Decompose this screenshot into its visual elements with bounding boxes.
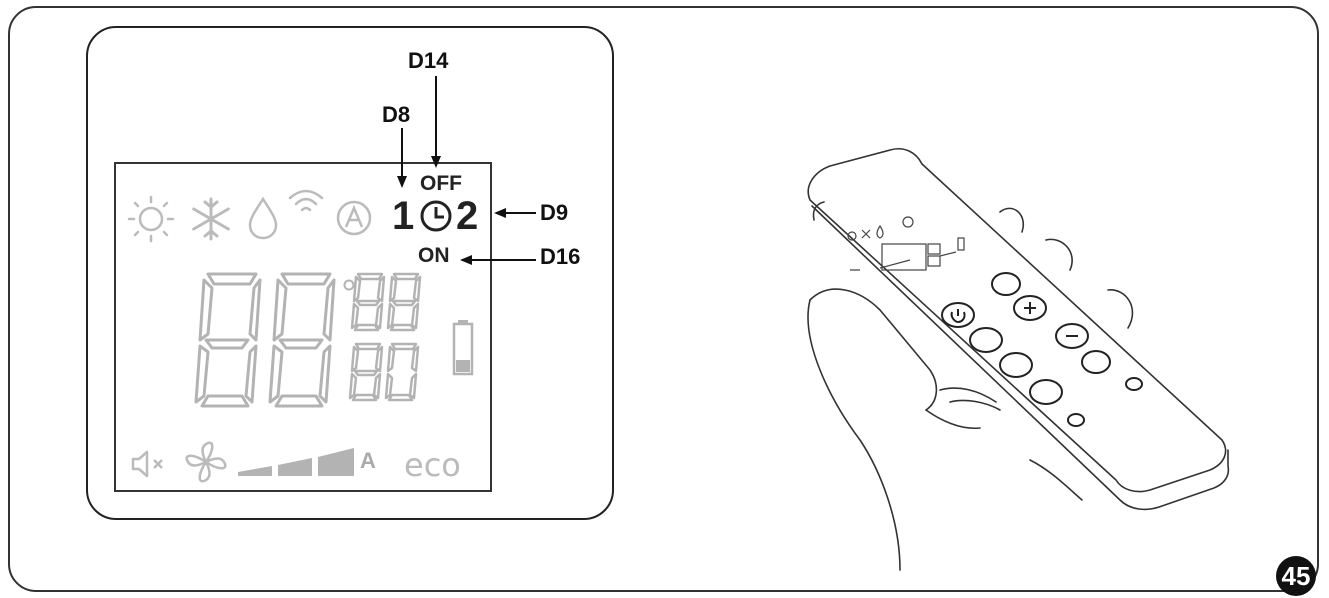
battery-icon	[452, 320, 474, 376]
small-digits-top	[350, 272, 422, 332]
callout-d9: D9	[540, 200, 569, 225]
wifi-icon	[288, 189, 324, 212]
lcd-display	[114, 162, 492, 492]
remote-small-button-2	[1067, 413, 1085, 427]
figure-frame	[8, 6, 1319, 592]
sun-icon	[127, 195, 175, 243]
remote-mode-button	[991, 272, 1021, 296]
eco-label: eco	[404, 446, 461, 484]
display-panel	[86, 26, 614, 520]
main-temperature-digits	[194, 272, 336, 408]
callout-d14: D14	[408, 48, 449, 73]
page-number-badge: 45	[1276, 556, 1316, 596]
mute-icon	[131, 450, 163, 478]
remote-body	[807, 148, 1227, 493]
timer-2-label: 2	[456, 194, 479, 238]
timer-1-label: 1	[392, 194, 415, 238]
auto-mode-icon	[336, 200, 372, 236]
clock-icon	[420, 200, 452, 232]
remote-timer-button	[1029, 379, 1063, 405]
snowflake-icon	[192, 197, 230, 241]
small-digits-bottom	[348, 342, 420, 402]
fan-icon	[185, 441, 227, 483]
degree-icon	[343, 279, 355, 291]
timer-off-label: OFF	[420, 172, 462, 195]
callout-d16: D16	[540, 244, 581, 269]
fan-auto-label: A	[360, 448, 376, 473]
timer-on-label: ON	[418, 244, 450, 267]
callout-d8: D8	[382, 102, 411, 127]
fan-speed-bars	[238, 448, 354, 476]
hand-holding-remote	[807, 148, 1230, 571]
droplet-icon	[248, 196, 278, 240]
remote-small-button-1	[1125, 377, 1143, 391]
remote-swing-button	[999, 352, 1033, 378]
remote-eco-button	[1081, 350, 1111, 374]
remote-fan-button	[969, 327, 1003, 353]
